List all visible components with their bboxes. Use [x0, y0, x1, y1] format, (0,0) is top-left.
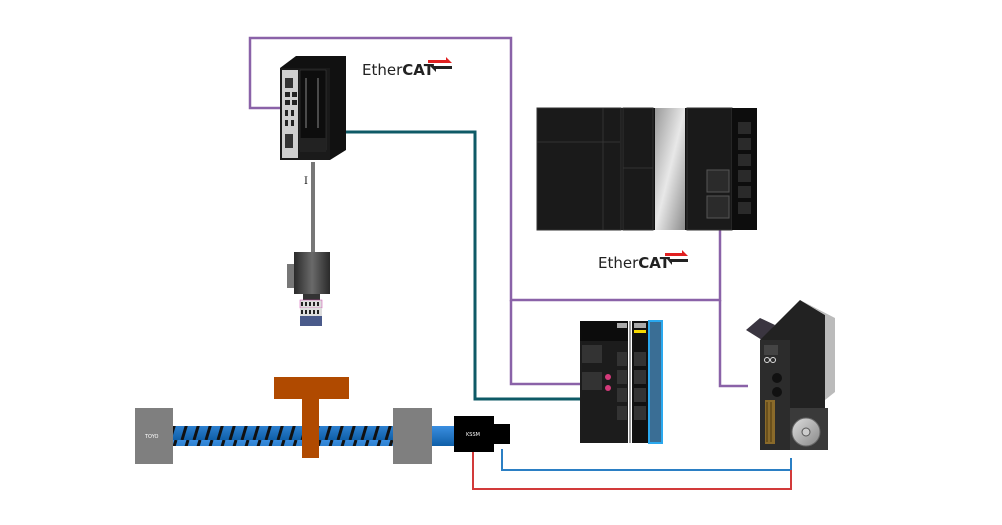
- ethercat-logo: EtherCAT: [598, 250, 688, 272]
- svg-text:TOYO: TOYO: [144, 434, 158, 440]
- plc-controller[interactable]: [536, 107, 757, 231]
- drive-motor: KSSM: [454, 416, 510, 452]
- cable-mark: I: [304, 176, 308, 187]
- remote-io-unit[interactable]: [580, 320, 663, 444]
- svg-text:EtherCAT: EtherCAT: [362, 61, 435, 79]
- support-block-left: TOYO: [135, 408, 173, 464]
- carriage: [274, 377, 349, 458]
- ball-screw-actuator[interactable]: TOYO KSSM: [135, 377, 510, 464]
- svg-text:KSSM: KSSM: [466, 432, 480, 438]
- ethercat-logo: EtherCAT: [362, 57, 452, 79]
- vision-controller[interactable]: [280, 56, 346, 160]
- camera-cable: I: [304, 162, 315, 254]
- io-cable: [318, 130, 620, 401]
- encoder-cable: [501, 449, 792, 471]
- ethercat-cable: [248, 36, 748, 388]
- support-block-right: [393, 408, 432, 464]
- screw-shaft: [173, 426, 397, 446]
- power-cable: [472, 452, 792, 490]
- motor-shaft: [432, 426, 456, 446]
- svg-text:EtherCAT: EtherCAT: [598, 254, 671, 272]
- camera[interactable]: [287, 252, 330, 326]
- servo-motor[interactable]: [790, 408, 828, 450]
